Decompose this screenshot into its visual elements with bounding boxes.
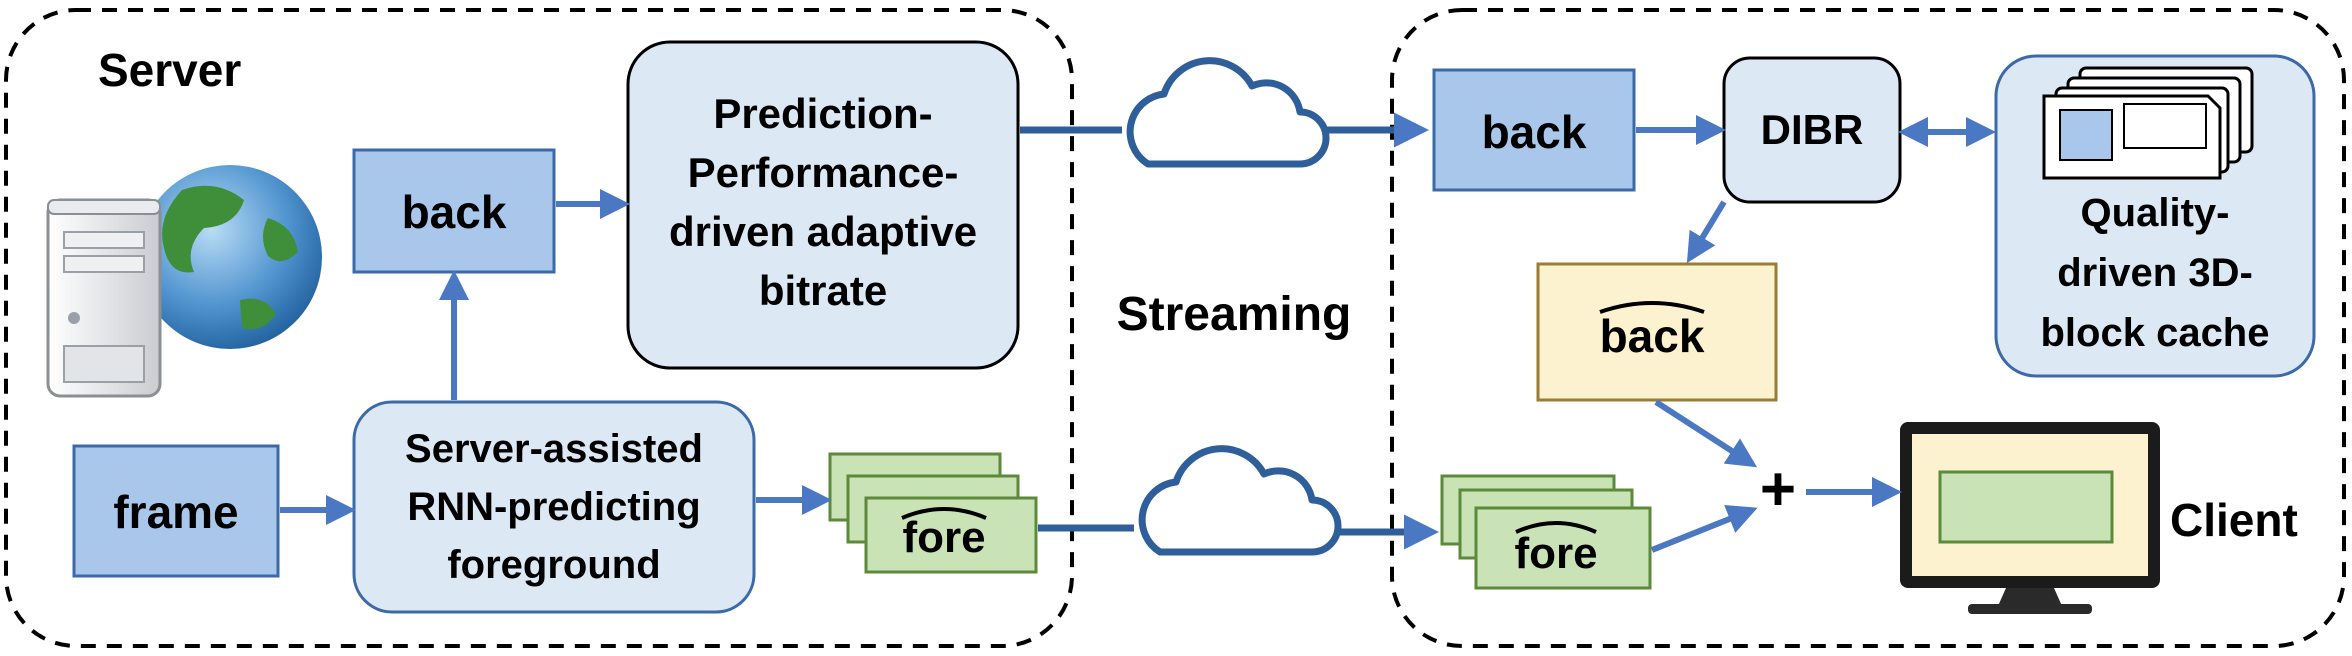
client-back-box	[1432, 68, 1636, 192]
server-region	[4, 8, 1074, 648]
hat-accent	[1599, 301, 1705, 314]
predicted-back-label: back	[1600, 310, 1705, 362]
frame-label: frame	[113, 486, 238, 538]
abr-line-1: Prediction-	[713, 90, 932, 137]
server-label: Server	[98, 44, 241, 96]
arrow-fore-to-plus	[1650, 504, 1758, 553]
client-fore-stack: fore	[1440, 474, 1652, 590]
abr-line-2: Performance-	[688, 149, 959, 196]
cache-line-1: Quality-	[2081, 191, 2230, 235]
plus-sign: +	[1760, 455, 1796, 524]
server-computer-icon	[46, 165, 322, 398]
server-fore-label: fore	[902, 513, 985, 562]
cloud-icon	[1126, 57, 1330, 168]
cache-line-3: block cache	[2040, 311, 2269, 355]
rnn-line-2: RNN-predicting	[407, 485, 700, 529]
server-fore-stack: fore	[828, 452, 1038, 574]
arrow-dibr-to-predicted-back	[1686, 200, 1727, 264]
server-back-box	[352, 148, 556, 274]
rnn-line-1: Server-assisted	[405, 427, 703, 471]
cache-line-2: driven 3D-	[2057, 251, 2253, 295]
arrow-back-to-plus	[1654, 399, 1758, 468]
abr-line-3: driven adaptive	[669, 208, 977, 255]
rnn-line-3: foreground	[447, 543, 660, 587]
client-region	[1390, 8, 2346, 648]
predicted-back-box	[1536, 262, 1778, 402]
client-label: Client	[2170, 494, 2298, 546]
server-back-label: back	[402, 186, 507, 238]
abr-line-4: bitrate	[759, 267, 887, 314]
cloud-icon	[1138, 445, 1342, 556]
client-fore-label: fore	[1514, 529, 1597, 578]
monitor-icon	[1900, 422, 2160, 614]
cache-cards-icon	[2042, 66, 2254, 180]
dibr-label: DIBR	[1761, 106, 1864, 153]
frame-box	[72, 444, 280, 578]
client-back-label: back	[1482, 106, 1587, 158]
streaming-label: Streaming	[1117, 288, 1352, 341]
